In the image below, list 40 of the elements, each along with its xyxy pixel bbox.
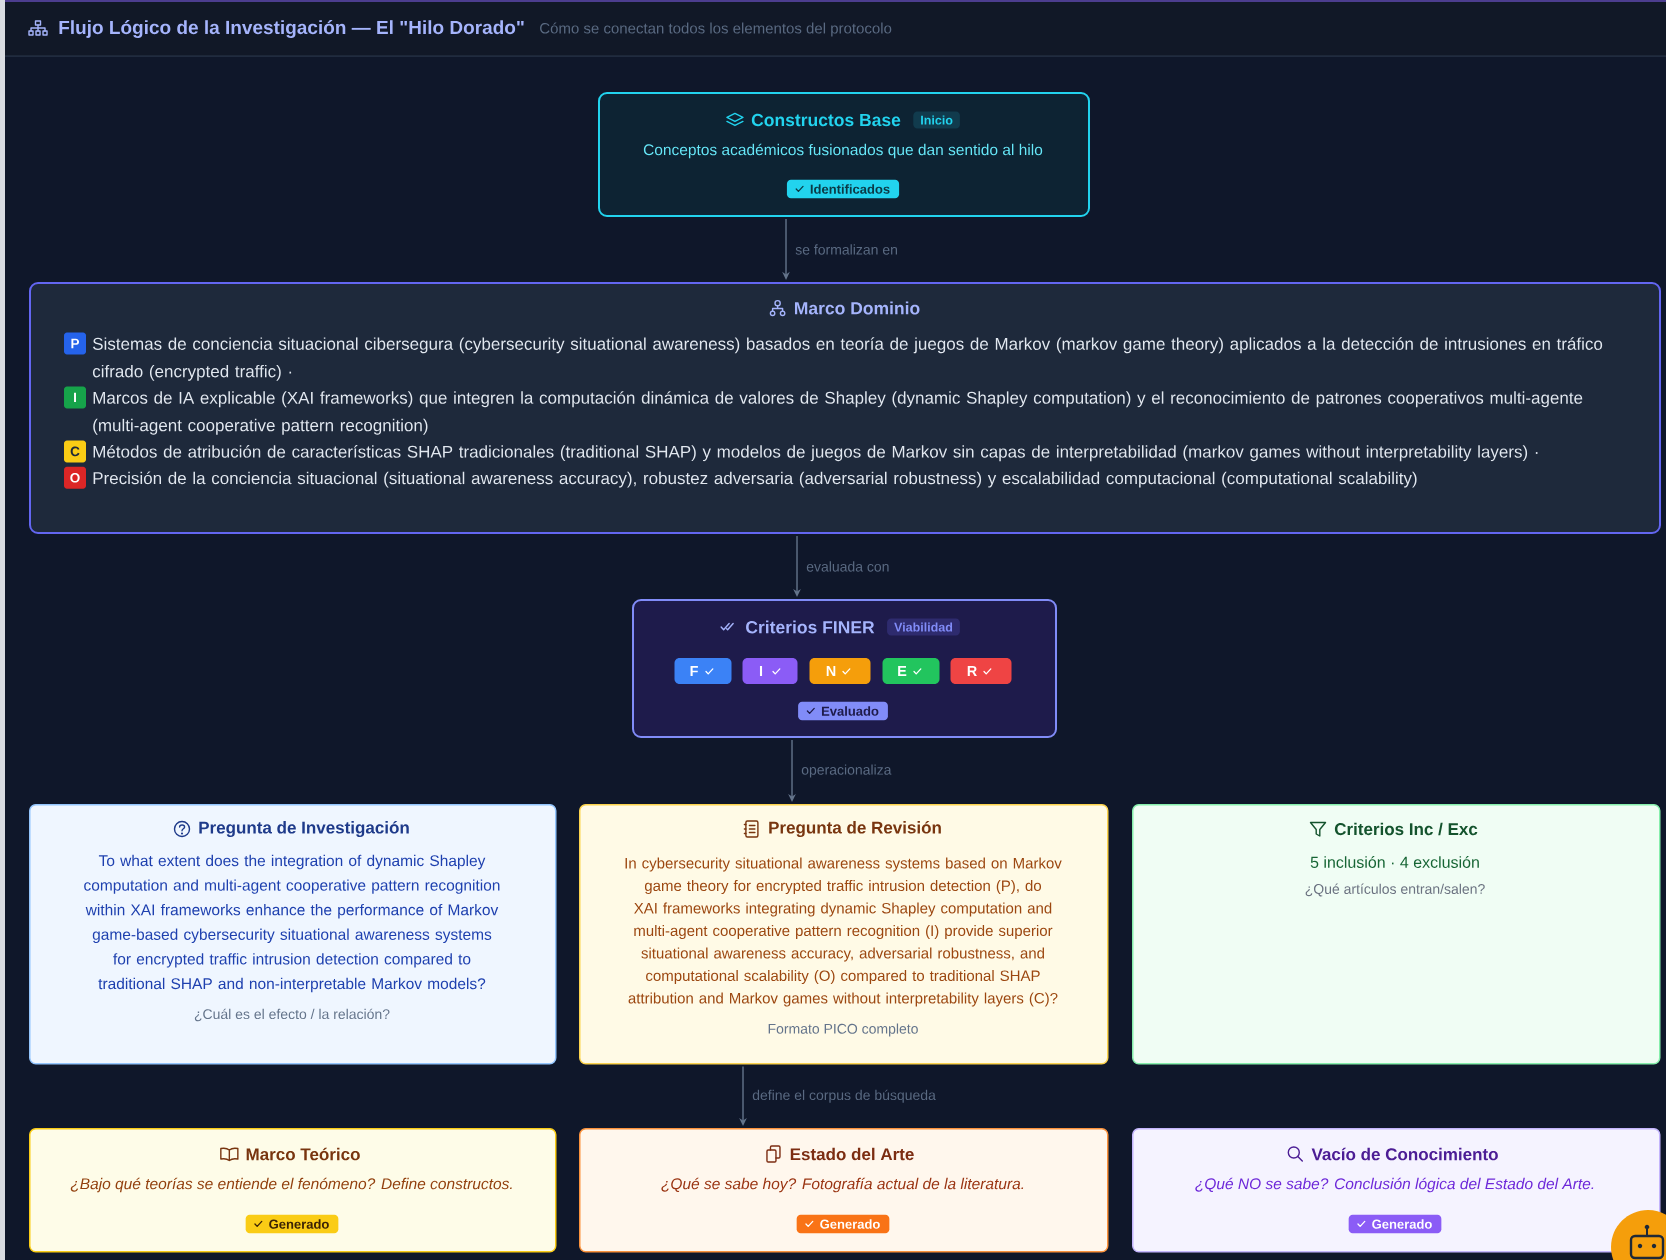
body-text: In cybersecurity situational awareness systems based on Markov game theory for encrypted traffic intrusion detection (P), do XAI frameworks integrating dynamic Shapley computation and multi-agent cooperative pattern recognition (I) provide superior situational awareness accuracy, adversarial robustness, and computational scalability (O) compared to traditional SHAP attribution and Markov games without interpretability layers (C)? <box>625 857 1062 1007</box>
edge-label: define el corpus de búsqueda <box>752 1089 936 1103</box>
subtitle: Cómo se conectan todos los elementos del protocolo <box>540 22 892 37</box>
edge-label: operacionaliza <box>801 764 892 778</box>
letter-badge: O <box>64 466 86 489</box>
box-title: Constructos Base <box>751 113 901 127</box>
criterion-chip: I <box>742 658 798 684</box>
body-text: ¿Bajo qué teorías se entiende el fenómeno? Define constructos. <box>70 1177 512 1193</box>
criterion-chip: F <box>674 658 732 684</box>
criterion-chip: R <box>950 658 1012 684</box>
hint-text: ¿Cuál es el efecto / la relación? <box>194 1008 390 1022</box>
box-title: Marco Dominio <box>795 301 920 315</box>
body-text: Marcos de IA explicable (XAI frameworks) que integren la computación dinámica de valores de Shapley (dynamic Shapley computation) y el reconocimiento de patrones cooperativos multi-agente (multi-agent cooperative pattern recognition) <box>93 391 1583 435</box>
box-title: Pregunta de Investigación <box>199 820 409 838</box>
edge-label: se formalizan en <box>795 244 897 255</box>
letter-badge: C <box>64 440 86 463</box>
box-title: Vacío de Conocimiento <box>1311 1147 1498 1161</box>
box-title: Estado del Arte <box>790 1147 914 1161</box>
criterion-chip: E <box>882 658 940 684</box>
hint-text: ¿Qué artículos entran/salen? <box>1305 883 1485 897</box>
body-text: Sistemas de conciencia situacional cibersegura (cybersecurity situational awareness) basados en teoría de juegos de Markov (markov game theory) aplicados a la detección de intrusiones en tráfico cifrado (encrypted traffic) · <box>92 337 1603 381</box>
box-title: Criterios Inc / Exc <box>1334 822 1478 836</box>
body-text: To what extent does the integration of dynamic Shapley computation and multi-agent cooperative pattern recognition within XAI frameworks enhance the performance of Markov game-based cybersecurity situational awareness systems for encrypted traffic intrusion detection compared to traditional SHAP and non-interpretable Markov models? <box>84 854 500 993</box>
box-title: Marco Teórico <box>246 1147 360 1161</box>
body-text: Conceptos académicos fusionados que dan sentido al hilo <box>643 143 1043 159</box>
page-title: Flujo Lógico de la Investigación — El "Hilo Dorado" <box>59 20 524 38</box>
tag-badge: Inicio <box>913 111 960 129</box>
count-text: 5 inclusión · 4 exclusión <box>1310 856 1479 868</box>
body-text: Precisión de la conciencia situacional (situational awareness accuracy), robustez adversaria (adversarial robustness) y escalabilidad computacional (computational scalability) <box>93 471 1417 488</box>
hint-text: Formato PICO completo <box>768 1023 918 1037</box>
box-title: Pregunta de Revisión <box>769 820 941 838</box>
edge-label: evaluada con <box>806 561 889 572</box>
letter-badge: P <box>64 332 86 355</box>
body-text: ¿Qué se sabe hoy? Fotografía actual de la literatura. <box>661 1177 1024 1193</box>
body-text: ¿Qué NO se sabe? Conclusión lógica del Estado del Arte. <box>1195 1177 1594 1193</box>
box-title: Criterios FINER <box>746 620 875 634</box>
letter-badge: I <box>64 386 86 409</box>
criterion-chip: N <box>809 658 871 684</box>
tag-badge: Viabilidad <box>887 618 960 636</box>
body-text: Métodos de atribución de características SHAP tradicionales (traditional SHAP) y modelos de juegos de Markov sin capas de interpretabilidad (markov games without interpretability layers) · <box>93 445 1538 462</box>
